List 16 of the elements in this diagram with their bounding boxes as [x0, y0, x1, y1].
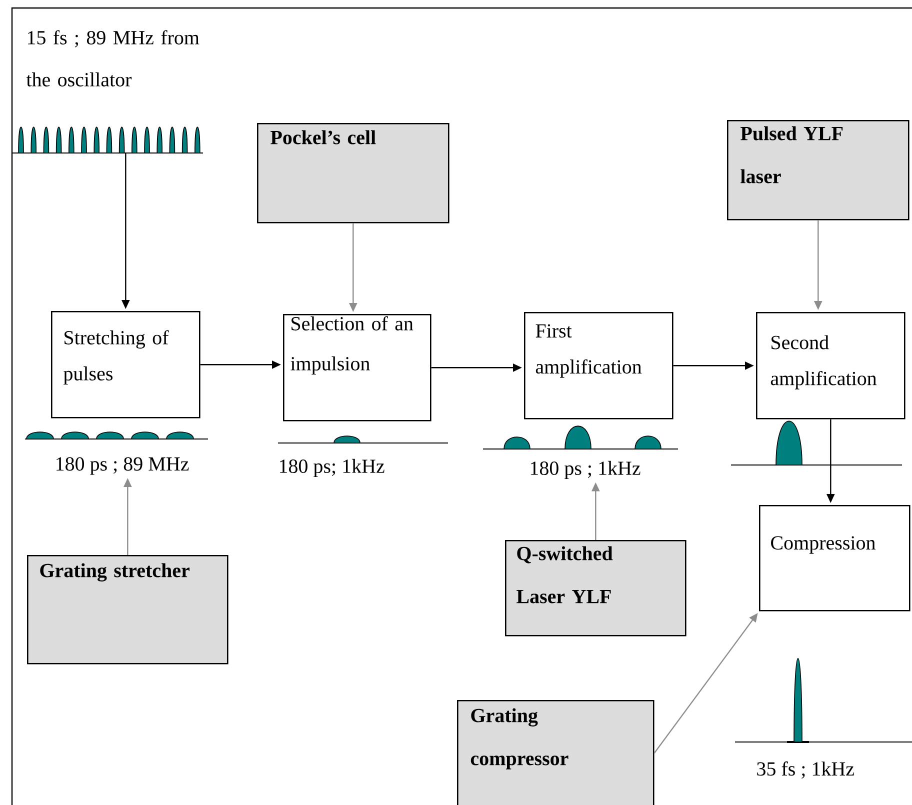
- pulse-label: 180 ps; 1kHz: [280, 458, 384, 478]
- component-box: Q-switched Laser YLF: [505, 540, 686, 636]
- process-box: Stretching of pulses: [51, 311, 200, 418]
- component-box: Grating compressor: [457, 700, 654, 805]
- component-box: Pulsed YLF laser: [727, 120, 910, 220]
- pulse-train-drawing: [12, 126, 204, 154]
- process-box: First amplification: [524, 312, 674, 420]
- process-box: Second amplification: [756, 312, 906, 420]
- pulse-label: 35 fs ; 1kHz: [757, 761, 854, 779]
- component-box: Pockel’s cell: [257, 123, 450, 224]
- process-box: Selection of an impulsion: [283, 314, 432, 422]
- caption-text: 15 fs ; 89 MHz from the oscillator: [26, 30, 200, 86]
- process-box: Compression: [759, 505, 910, 612]
- pulse-label: 180 ps ; 89 MHz: [56, 457, 189, 475]
- component-box: Grating stretcher: [27, 555, 228, 664]
- pulse-label: 180 ps ; 1kHz: [530, 460, 640, 480]
